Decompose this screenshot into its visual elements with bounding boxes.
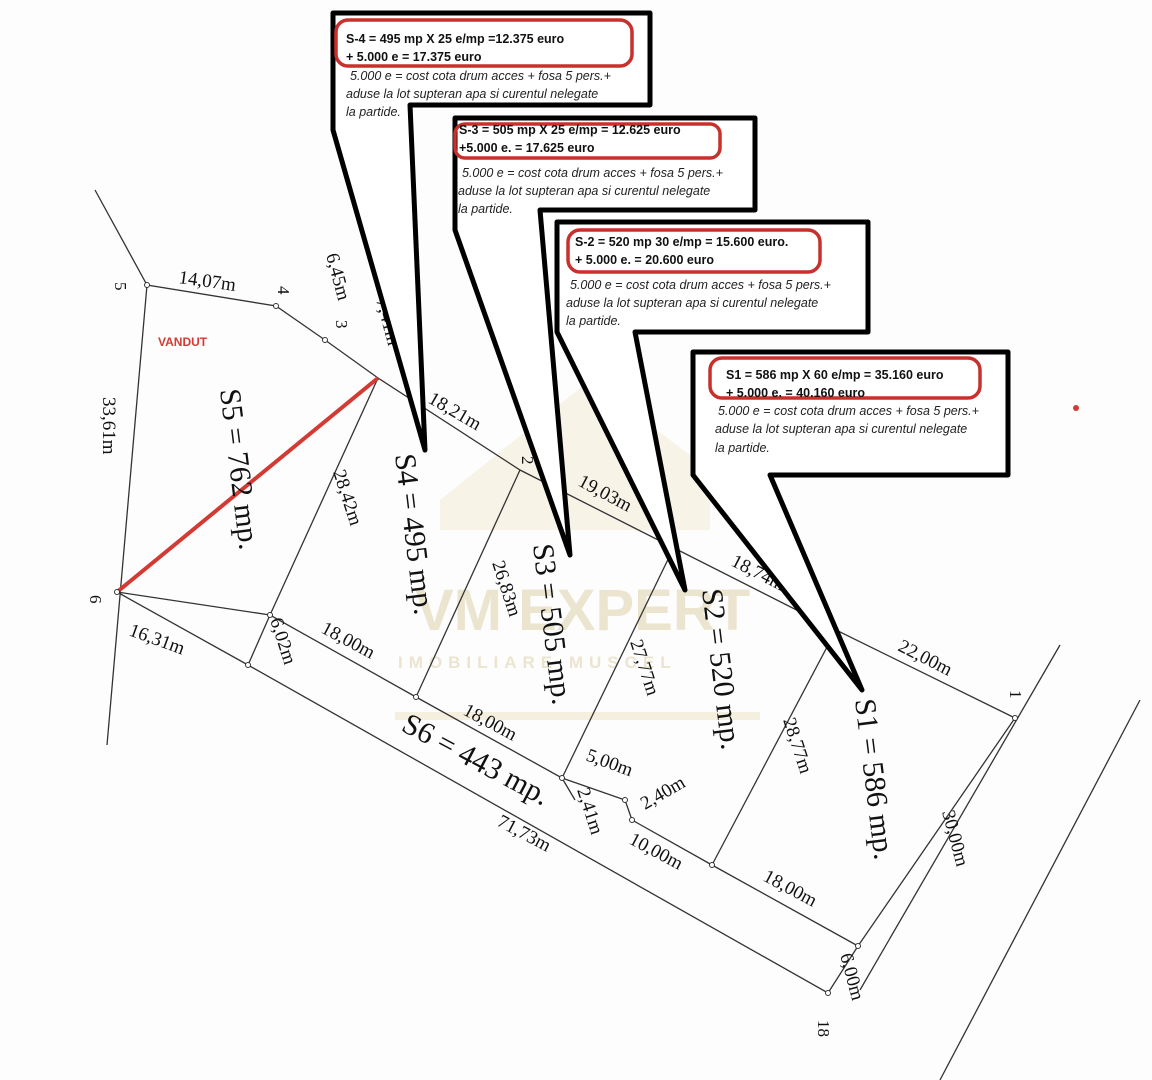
callout-text: la partide. xyxy=(566,314,621,328)
callout-text: + 5.000 e = 17.375 euro xyxy=(346,50,482,64)
point-labels: 5 4 3 2 6 1 18 xyxy=(86,282,1025,1037)
callout-text: la partide. xyxy=(715,441,770,455)
callout-text: + 5.000 e. = 40.160 euro xyxy=(726,386,865,400)
dim-label: 18,00m xyxy=(760,866,821,912)
callout-text: aduse la lot supteran apa si curentul ne… xyxy=(715,422,967,436)
dim-label: 10,00m xyxy=(626,829,687,875)
callout-s1: S1 = 586 mp X 60 e/mp = 35.160 euro + 5.… xyxy=(690,349,1011,693)
dim-label: 28,42m xyxy=(328,467,366,528)
point-4-label: 4 xyxy=(274,286,293,295)
dim-label: 33,61m xyxy=(98,397,119,455)
callout-s3: S-3 = 505 mp X 25 e/mp = 12.625 euro +5.… xyxy=(452,115,758,558)
dim-label: 6,00m xyxy=(835,951,868,1003)
callout-text: la partide. xyxy=(458,202,513,216)
area-s1-label: S1 = 586 mp. xyxy=(848,697,900,862)
callout-text: S1 = 586 mp X 60 e/mp = 35.160 euro xyxy=(726,368,944,382)
point-6-label: 6 xyxy=(86,595,105,604)
callout-s2: S-2 = 520 mp 30 e/mp = 15.600 euro. + 5.… xyxy=(554,219,871,593)
callout-text: S-4 = 495 mp X 25 e/mp =12.375 euro xyxy=(346,32,565,46)
point-1-label: 1 xyxy=(1006,690,1025,699)
callout-text: aduse la lot supteran apa si curentul ne… xyxy=(566,296,818,310)
dim-label: 2,40m xyxy=(637,772,689,814)
dim-label: 30,00m xyxy=(937,808,972,869)
point-18-label: 18 xyxy=(814,1020,833,1037)
dim-label: 5,00m xyxy=(583,745,636,781)
dim-label: 6,02m xyxy=(265,615,300,667)
area-s4-label: S4 = 495 mp. xyxy=(388,452,440,617)
dim-label: 71,73m xyxy=(494,811,555,857)
callout-text: + 5.000 e. = 20.600 euro xyxy=(575,253,714,267)
callout-text: 5.000 e = cost cota drum acces + fosa 5 … xyxy=(462,166,723,180)
point-2-label: 2 xyxy=(518,456,537,465)
callout-s4: S-4 = 495 mp X 25 e/mp =12.375 euro + 5.… xyxy=(330,10,653,453)
point-5-label: 5 xyxy=(111,282,130,291)
parcel-lines xyxy=(94,189,1141,1080)
callout-text: 5.000 e = cost cota drum acces + fosa 5 … xyxy=(350,69,611,83)
callout-text: S-3 = 505 mp X 25 e/mp = 12.625 euro xyxy=(459,123,681,137)
callout-text: aduse la lot supteran apa si curentul ne… xyxy=(458,184,710,198)
callout-text: +5.000 e. = 17.625 euro xyxy=(459,141,595,155)
watermark-brand: VM EXPERT xyxy=(415,578,750,643)
callout-text: S-2 = 520 mp 30 e/mp = 15.600 euro. xyxy=(575,235,788,249)
callout-text: 5.000 e = cost cota drum acces + fosa 5 … xyxy=(718,404,979,418)
sold-label: VANDUT xyxy=(158,335,208,349)
callout-text: aduse la lot supteran apa si curentul ne… xyxy=(346,87,598,101)
dim-label: 6,45m xyxy=(321,251,354,303)
dim-label: 28,77m xyxy=(778,715,816,776)
dim-label: 2,41m xyxy=(572,785,607,837)
point-3-label: 3 xyxy=(332,320,351,329)
sold-boundary-line xyxy=(115,376,380,594)
watermark-tagline: IMOBILIARE MUSCEL xyxy=(398,653,677,672)
area-s5-label: S5 = 762 mp. xyxy=(213,387,265,552)
dim-label: 18,00m xyxy=(318,618,379,664)
callout-text: la partide. xyxy=(346,105,401,119)
callout-text: 5.000 e = cost cota drum acces + fosa 5 … xyxy=(570,278,831,292)
